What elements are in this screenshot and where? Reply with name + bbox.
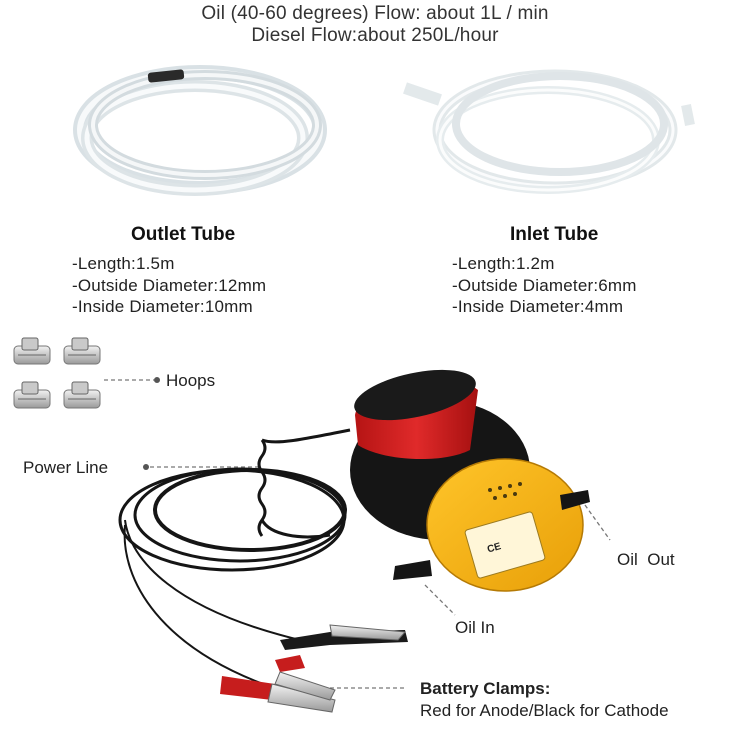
- pump-image: [350, 369, 590, 592]
- black-clamp-image: [280, 624, 408, 650]
- inlet-length: -Length:1.2m: [452, 254, 555, 273]
- power-line-image: [118, 428, 351, 691]
- inlet-inside-diameter: -Inside Diameter:4mm: [452, 297, 624, 316]
- ce-mark: CE: [486, 541, 503, 555]
- inlet-tube-title: Inlet Tube: [510, 224, 599, 245]
- outlet-tube-title: Outlet Tube: [131, 224, 236, 245]
- outlet-inside-diameter: -Inside Diameter:10mm: [72, 297, 253, 316]
- outlet-tube-image: [73, 65, 327, 196]
- battery-clamps-title: Battery Clamps:: [420, 679, 551, 698]
- outlet-tube-specs: -Length:1.5m -Outside Diameter:12mm -Ins…: [72, 253, 266, 318]
- flow-diesel-text: Diesel Flow:about 250L/hour: [251, 25, 499, 46]
- oil-in-label: Oil In: [455, 618, 495, 637]
- inlet-tube-image: [403, 69, 695, 194]
- battery-clamps-description: Red for Anode/Black for Cathode: [420, 701, 669, 720]
- flow-oil-text: Oil (40-60 degrees) Flow: about 1L / min: [201, 3, 549, 24]
- callout-lines: [104, 379, 611, 689]
- inlet-outside-diameter: -Outside Diameter:6mm: [452, 275, 637, 295]
- outlet-outside-diameter: -Outside Diameter:12mm: [72, 275, 267, 295]
- oil-out-label: Oil Out: [617, 550, 675, 569]
- hoops-image: [13, 337, 101, 409]
- red-clamp-image: [220, 655, 336, 713]
- inlet-tube-specs: -Length:1.2m -Outside Diameter:6mm -Insi…: [452, 253, 637, 318]
- power-line-label: Power Line: [23, 458, 109, 477]
- hoops-label: Hoops: [166, 371, 216, 390]
- outlet-length: -Length:1.5m: [72, 254, 175, 273]
